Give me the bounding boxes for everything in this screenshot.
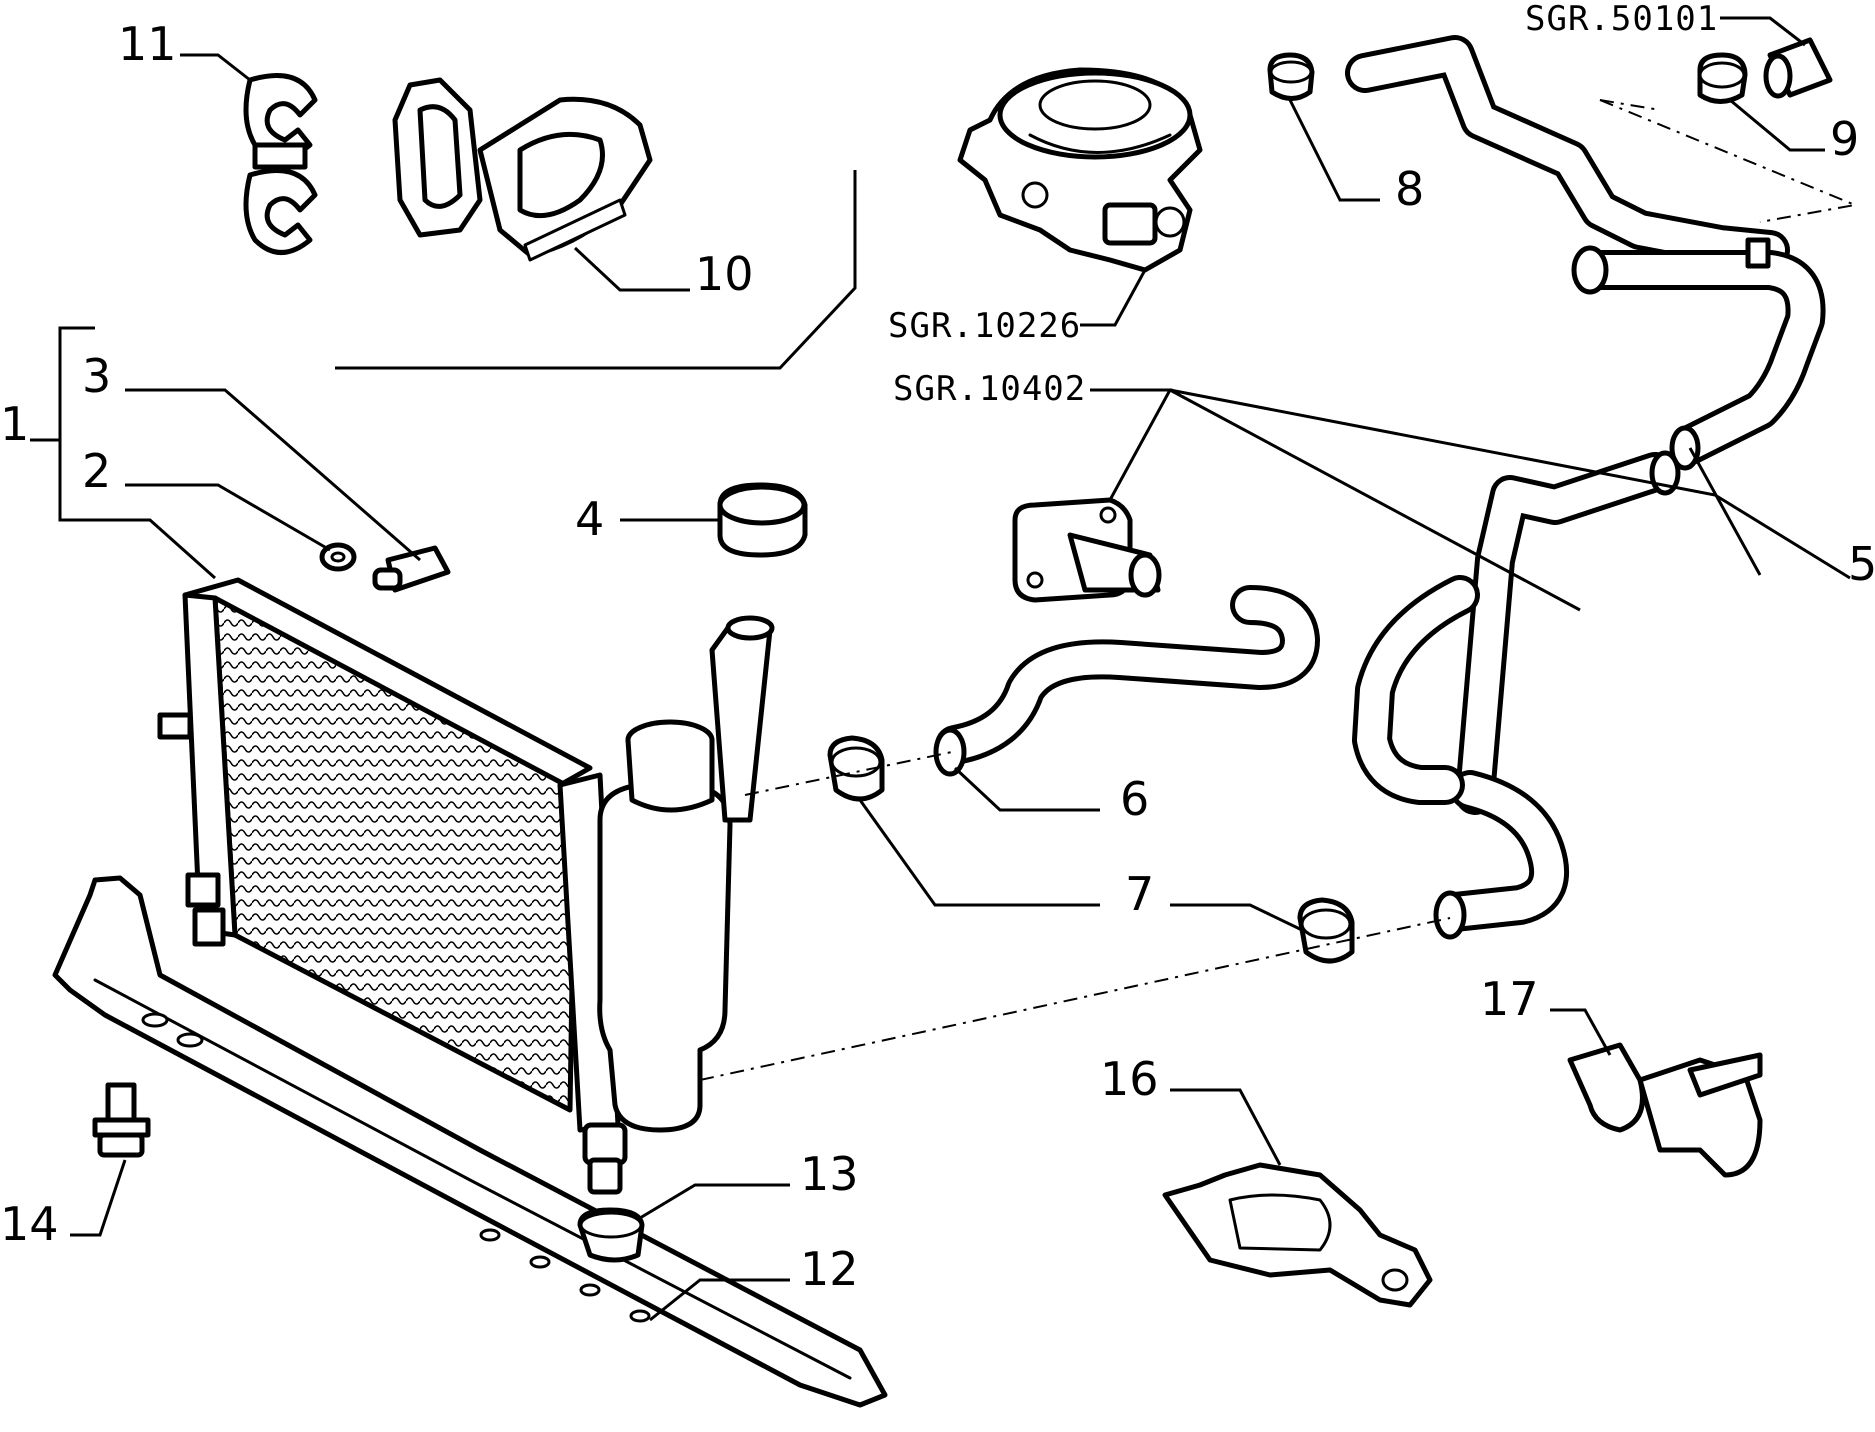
throttle-body <box>957 67 1203 273</box>
leader-6 <box>953 766 1100 812</box>
washer-2 <box>319 542 357 572</box>
leader-16 <box>1170 1088 1282 1166</box>
callout-7: 7 <box>1125 867 1154 921</box>
thermostat-housing <box>1012 497 1162 603</box>
callout-16: 16 <box>1100 1052 1159 1106</box>
callout-13: 13 <box>800 1147 859 1201</box>
callout-3: 3 <box>82 349 111 403</box>
callout-1: 1 <box>0 397 29 451</box>
callout-9: 9 <box>1830 112 1859 166</box>
clip-11 <box>243 73 318 255</box>
clip-17 <box>1567 1042 1763 1178</box>
ref-sgr10226: SGR.10226 <box>888 306 1081 346</box>
callout-5: 5 <box>1848 537 1875 591</box>
hose-stub-sgr50101 <box>1763 37 1833 99</box>
callout-10: 10 <box>695 247 754 301</box>
hose-upper <box>1345 35 1826 471</box>
hose-clip-9 <box>1697 52 1748 104</box>
hose-clamp-7-right <box>1297 897 1355 964</box>
leader-13 <box>639 1183 790 1220</box>
group-bracket-1 <box>58 326 216 580</box>
hose-6 <box>933 585 1320 777</box>
clamp-10 <box>392 77 653 262</box>
leader-12 <box>649 1278 790 1322</box>
leader-11 <box>180 53 251 82</box>
callout-6: 6 <box>1120 772 1149 826</box>
leader-7-right <box>1170 903 1303 932</box>
leader-7-left <box>858 799 1100 907</box>
alignment-line-2 <box>699 917 1451 1081</box>
hose-branch <box>1352 450 1681 940</box>
callout-8: 8 <box>1395 162 1424 216</box>
callout-12: 12 <box>800 1242 859 1296</box>
leader-sgr10402 <box>1090 388 1851 612</box>
subassembly-frame <box>335 170 857 370</box>
expansion-tank <box>582 615 775 1195</box>
hose-clamp-7-left <box>827 735 885 802</box>
sensor-3 <box>372 545 451 593</box>
callout-2: 2 <box>82 444 111 498</box>
callout-14: 14 <box>0 1197 59 1251</box>
radiator-cap-4 <box>717 482 808 558</box>
alignment-line-1 <box>744 751 953 796</box>
leader-3 <box>125 388 421 562</box>
ref-sgr10402: SGR.10402 <box>893 369 1086 409</box>
leader-2 <box>125 483 331 552</box>
callout-4: 4 <box>575 492 604 546</box>
ref-sgr50101: SGR.50101 <box>1525 0 1718 39</box>
alignment-line-3 <box>1599 99 1859 223</box>
leader-sgr50101 <box>1720 16 1806 47</box>
leader-14 <box>70 1159 127 1237</box>
clamp-16 <box>1162 1162 1433 1308</box>
leader-9 <box>1729 98 1825 152</box>
bolt-14 <box>92 1082 151 1158</box>
leader-sgr10226 <box>1080 269 1147 327</box>
callout-17: 17 <box>1480 972 1539 1026</box>
leader-17 <box>1550 1008 1612 1056</box>
leader-8 <box>1288 99 1380 202</box>
leader-10 <box>573 246 690 292</box>
hose-clip-8 <box>1267 52 1315 101</box>
alignment-line-4 <box>1599 99 1661 111</box>
lower-crossmember <box>52 875 888 1408</box>
callout-11: 11 <box>118 17 177 71</box>
rubber-bush-13 <box>577 1207 645 1263</box>
